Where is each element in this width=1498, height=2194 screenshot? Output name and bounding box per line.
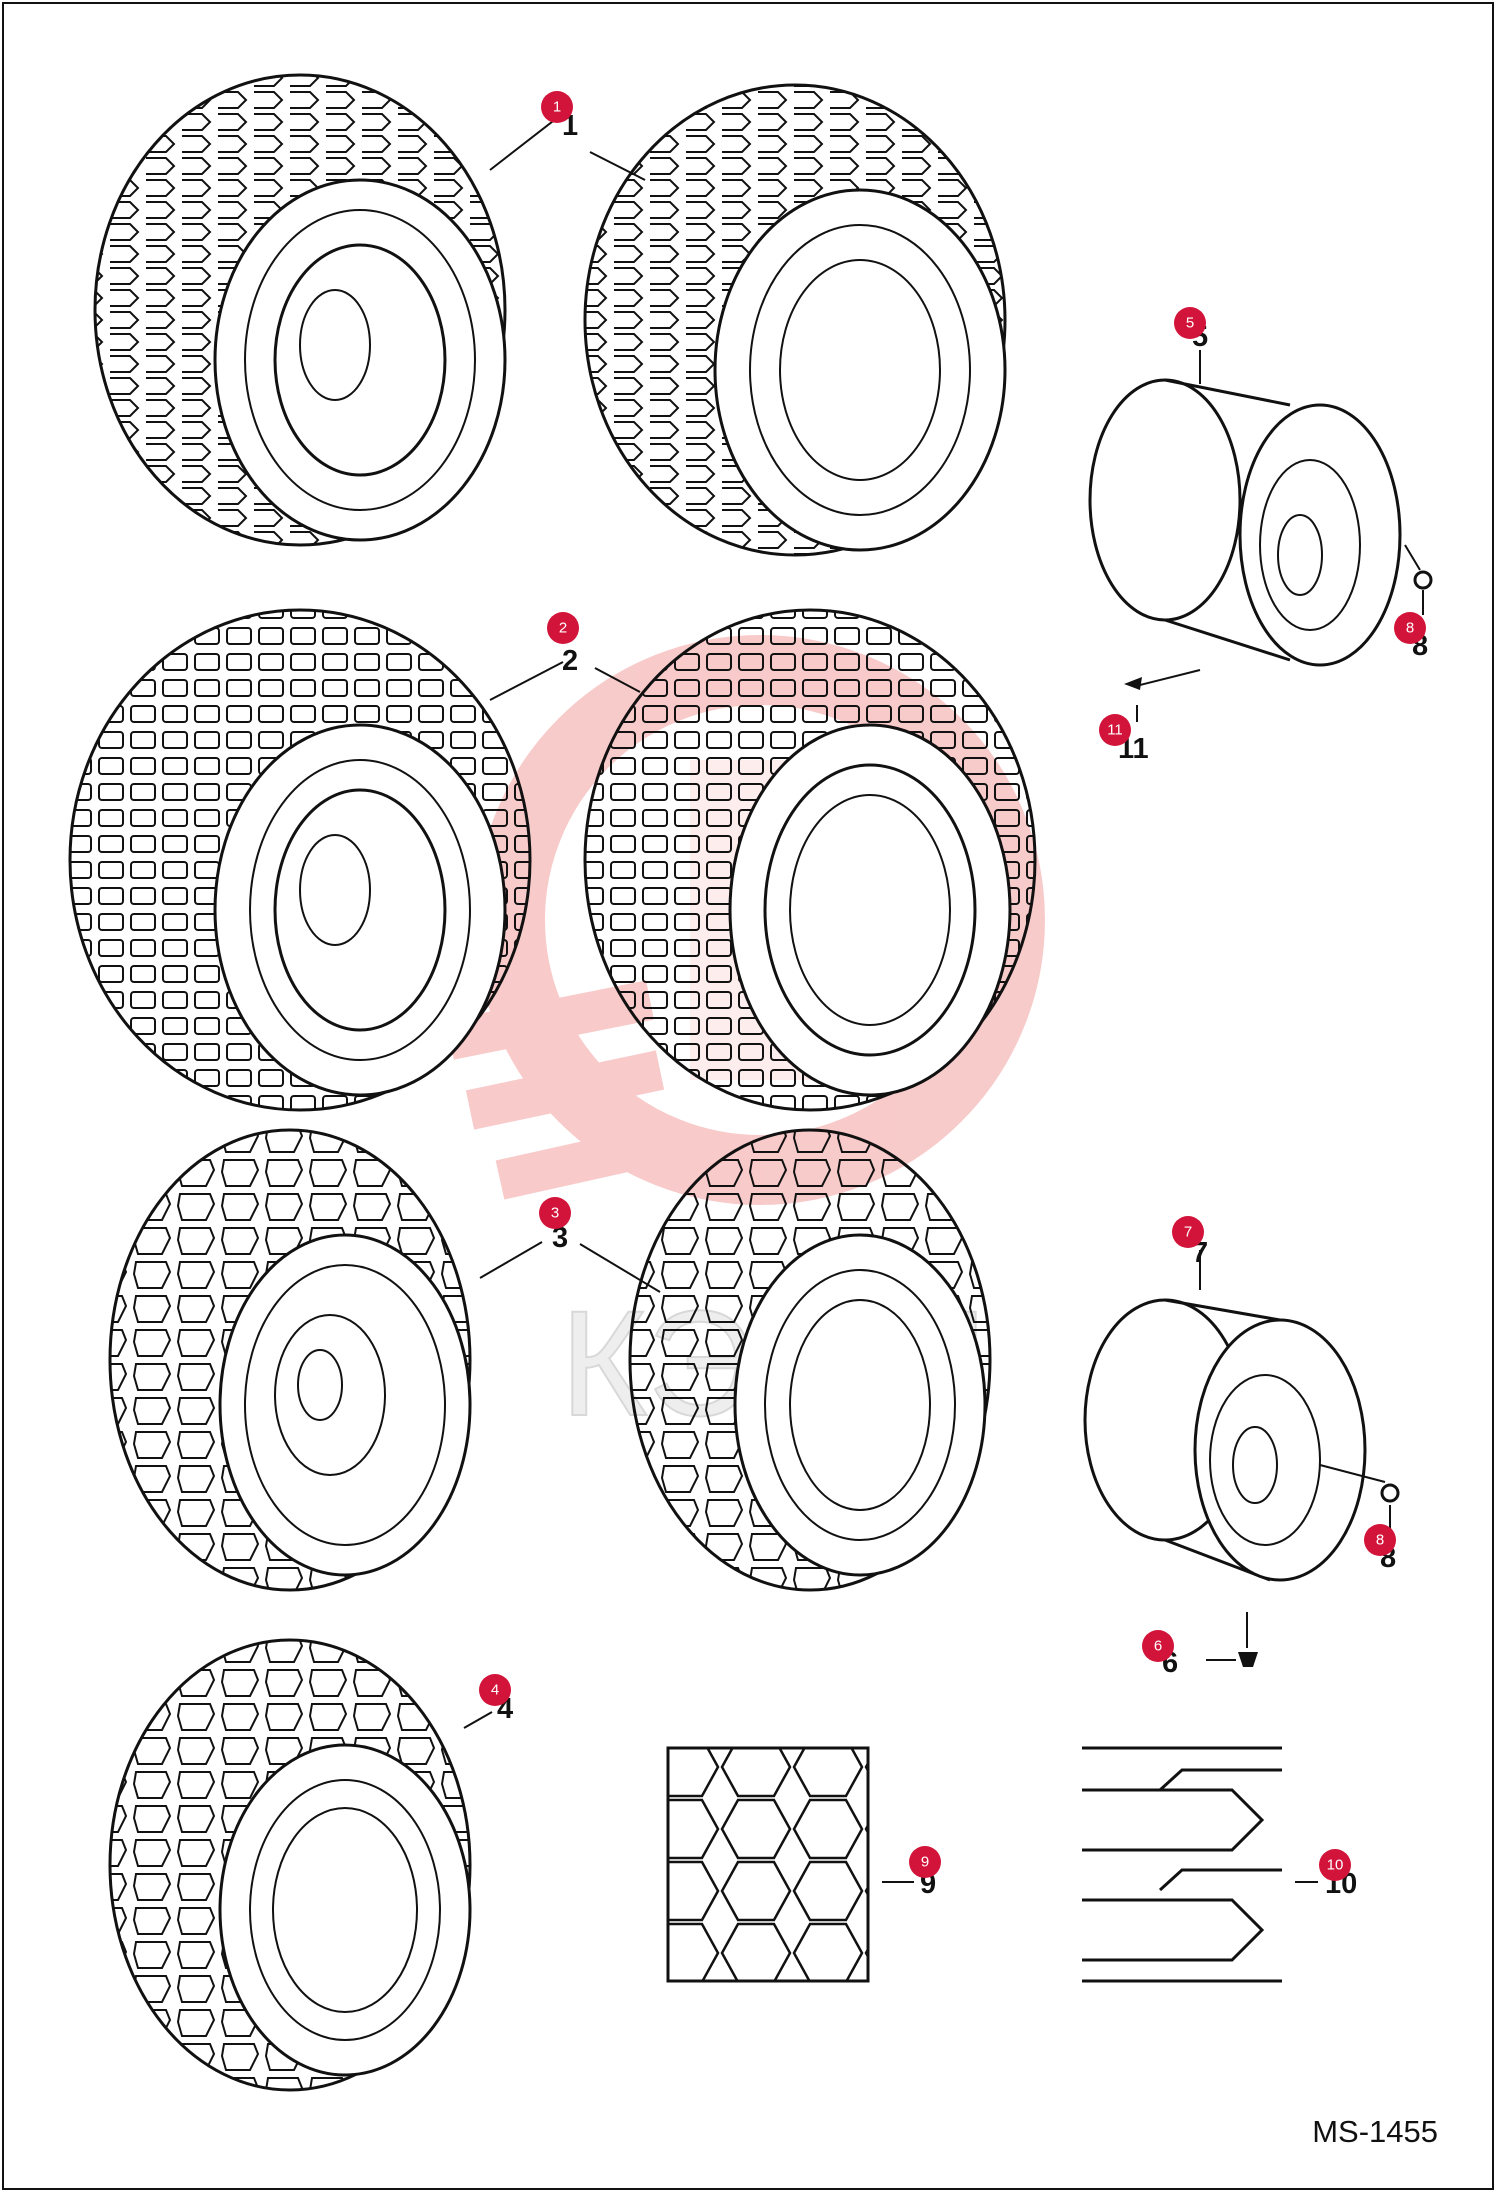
svg-text:2: 2	[559, 620, 567, 637]
callout-4[interactable]: 4	[479, 1674, 511, 1706]
callout-9[interactable]: 9	[909, 1846, 941, 1878]
tire-chunk-single	[108, 1638, 472, 2092]
tread-sample-lug	[1082, 1746, 1282, 1983]
callout-6[interactable]: 6	[1142, 1630, 1174, 1662]
callout-11[interactable]: 11	[1099, 714, 1131, 746]
valve-stem-icon	[1124, 677, 1142, 690]
svg-text:7: 7	[1184, 1224, 1192, 1241]
svg-text:8: 8	[1376, 1532, 1384, 1549]
leader-lines	[463, 117, 1424, 1883]
callout-markers: 1 2 3 4 5 6 7 8 8 9 10 11	[479, 91, 1426, 1881]
svg-text:1: 1	[553, 99, 561, 116]
tire-assembly-chunk-with-rim	[108, 1128, 472, 1592]
rim-wheel-5	[1088, 378, 1402, 667]
part-label: 3	[552, 1222, 568, 1254]
valve-cap-icon	[1238, 1652, 1258, 1667]
svg-text:4: 4	[491, 1682, 499, 1699]
callout-8-rim5[interactable]: 8	[1394, 612, 1426, 644]
rim-wheel-7	[1083, 1298, 1367, 1582]
tire-assembly-lug-with-rim	[93, 73, 507, 547]
svg-text:6: 6	[1154, 1638, 1162, 1655]
callout-7[interactable]: 7	[1172, 1216, 1204, 1248]
svg-text:8: 8	[1406, 620, 1414, 637]
tire-chunk-only	[628, 1128, 992, 1592]
svg-text:10: 10	[1327, 1857, 1344, 1874]
tread-sample-hex	[666, 1746, 870, 1983]
lug-nut-icon	[1380, 1483, 1400, 1503]
callout-3[interactable]: 3	[539, 1197, 571, 1229]
tire-turf-only	[583, 608, 1037, 1112]
callout-2[interactable]: 2	[547, 612, 579, 644]
callout-1[interactable]: 1	[541, 91, 573, 123]
part-label: 2	[562, 645, 578, 677]
callout-10[interactable]: 10	[1319, 1849, 1351, 1881]
tire-lug-only	[583, 83, 1007, 557]
svg-text:5: 5	[1186, 315, 1194, 332]
svg-text:11: 11	[1107, 722, 1123, 739]
svg-text:9: 9	[921, 1854, 929, 1871]
callout-8-rim7[interactable]: 8	[1364, 1524, 1396, 1556]
diagram-code: MS-1455	[1312, 2114, 1438, 2149]
lug-nut-icon	[1413, 570, 1433, 590]
svg-text:3: 3	[551, 1205, 559, 1222]
callout-5[interactable]: 5	[1174, 307, 1206, 339]
tire-assembly-turf-with-rim	[68, 608, 532, 1112]
